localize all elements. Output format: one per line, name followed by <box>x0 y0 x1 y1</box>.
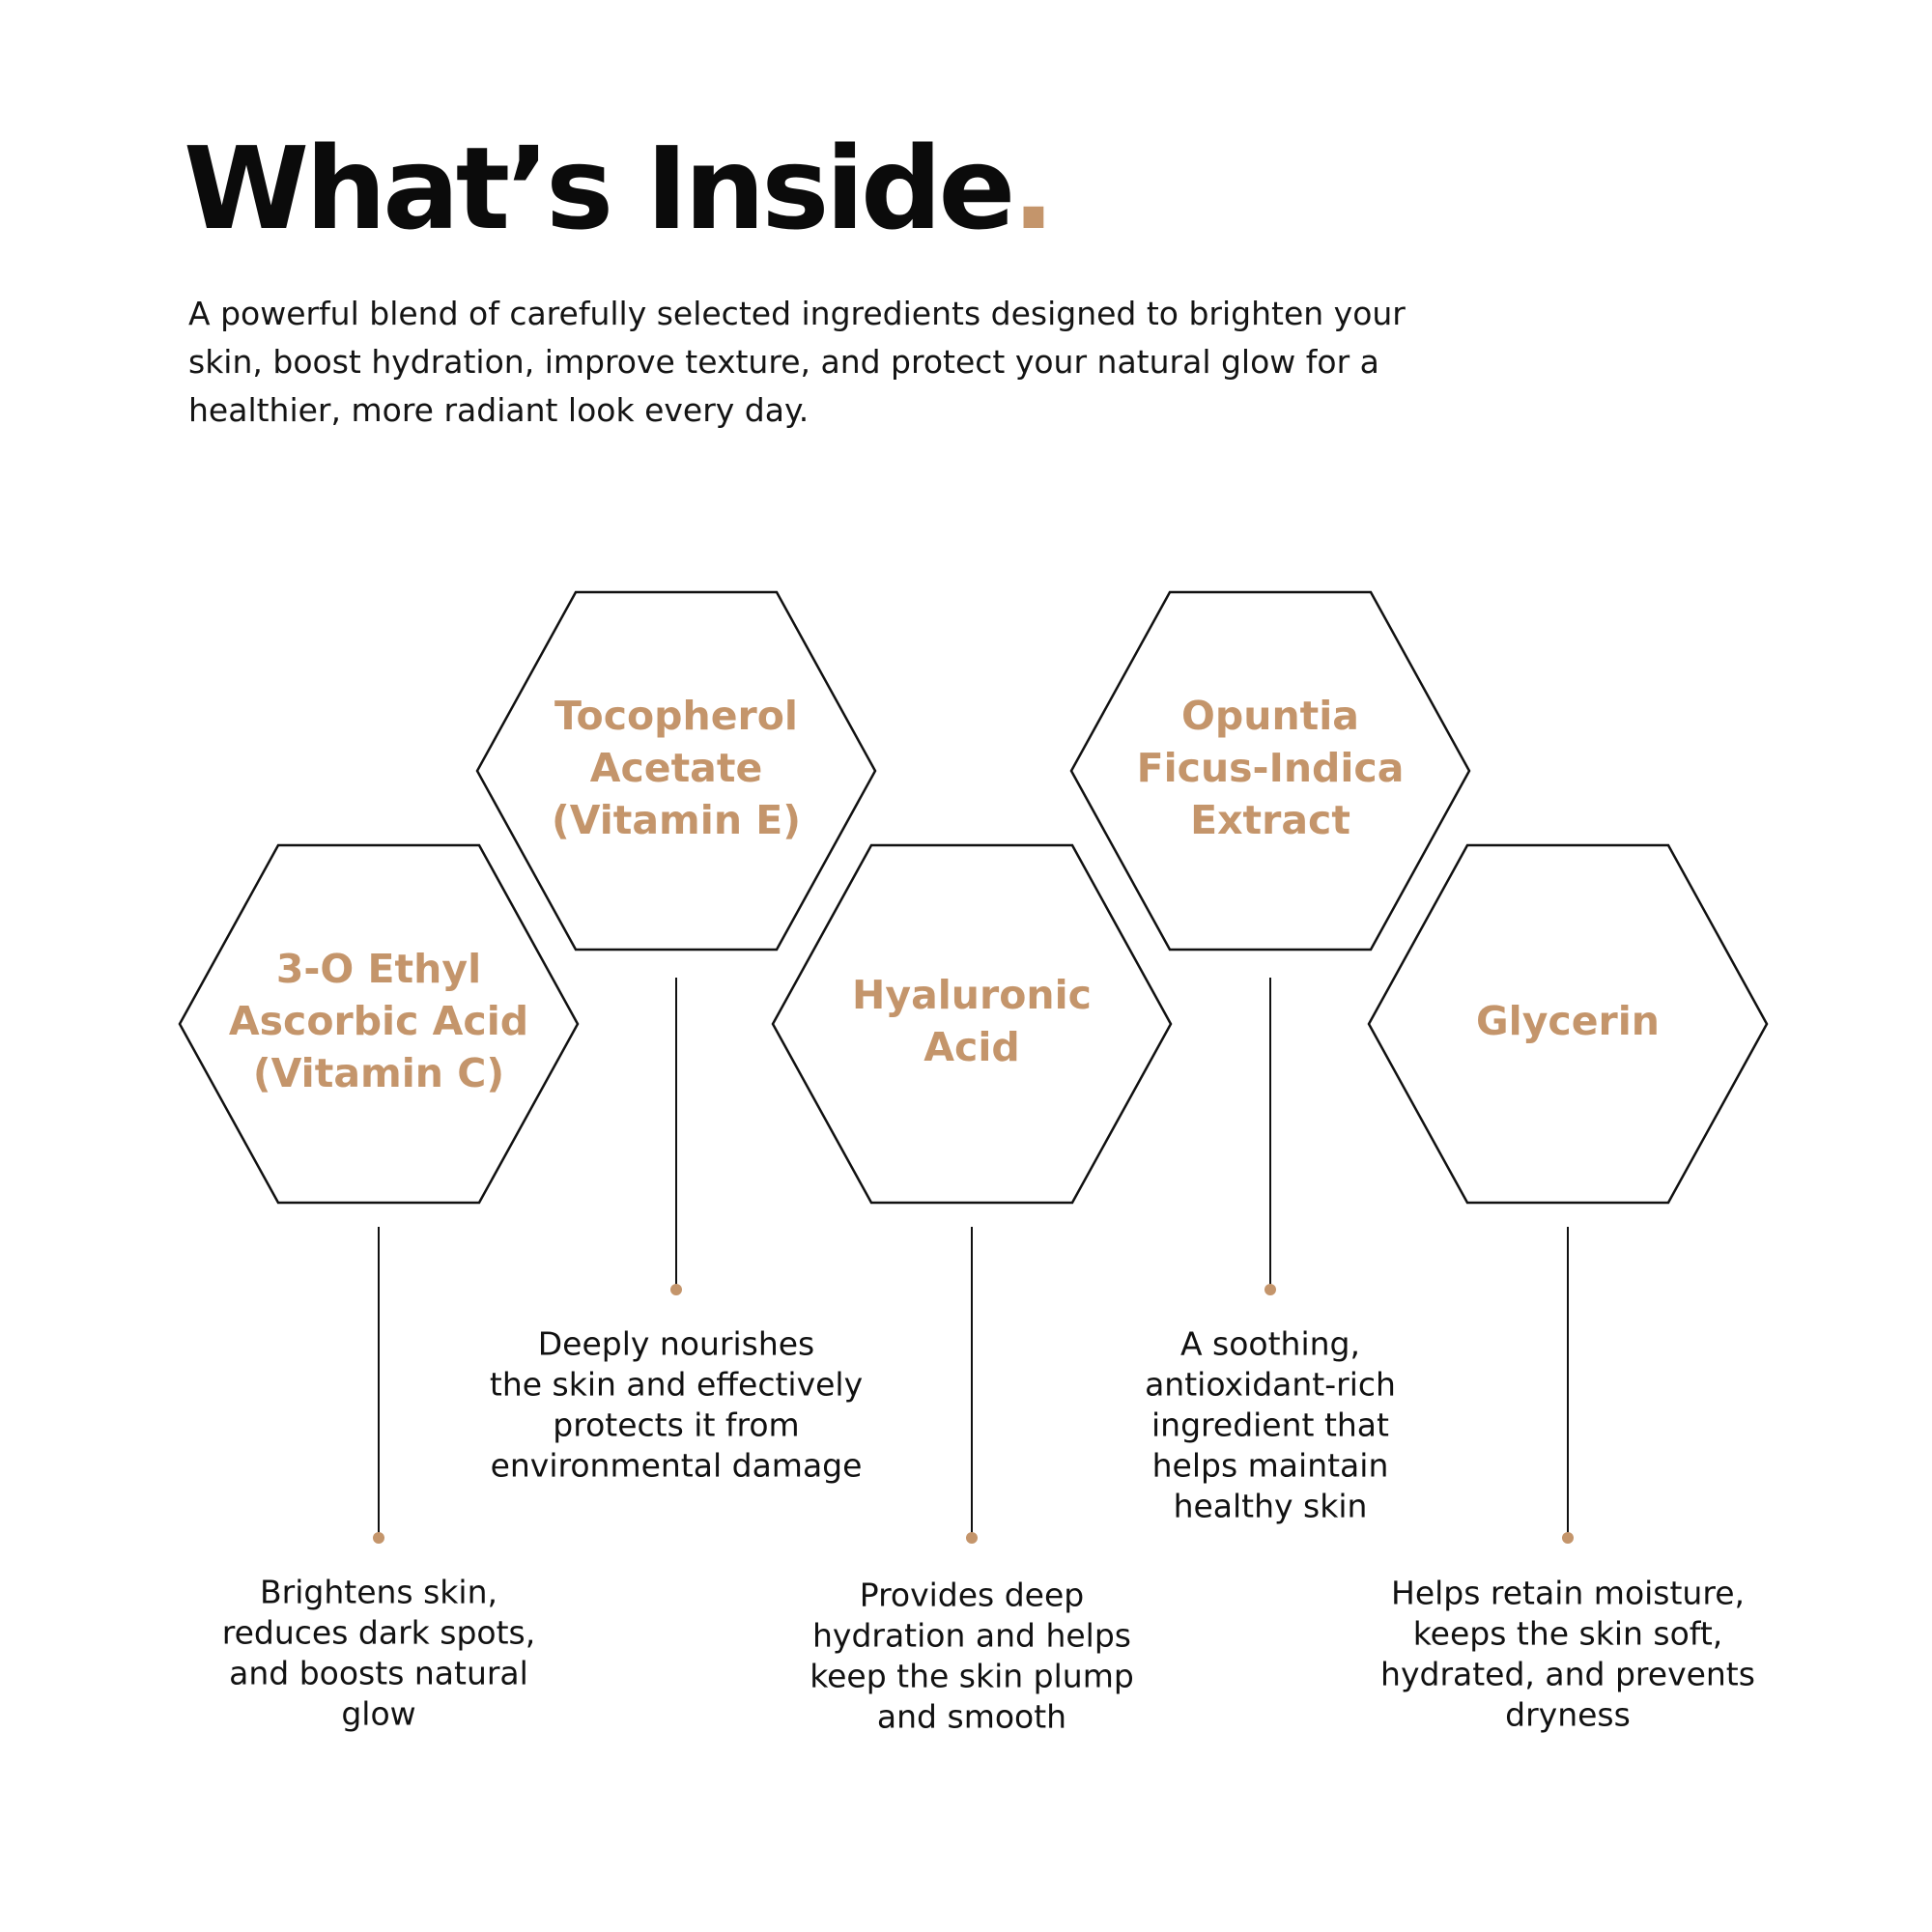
ingredient-name-line: (Vitamin E) <box>552 797 801 843</box>
page-title: What’s Inside. <box>184 116 1055 261</box>
ingredient-description: Helps retain moisture,keeps the skin sof… <box>1380 1575 1755 1734</box>
ingredient-description-line: dryness <box>1505 1696 1631 1734</box>
ingredient-description-line: hydration and helps <box>812 1617 1131 1655</box>
ingredient-name-line: Acid <box>923 1024 1019 1070</box>
page-title-text: What’s Inside <box>184 122 1015 255</box>
ingredient-description-line: and boosts natural <box>229 1655 528 1692</box>
ingredient-description-line: keep the skin plump <box>810 1658 1134 1695</box>
ingredient-description-line: ingredient that <box>1151 1406 1389 1444</box>
ingredient-name: Glycerin <box>1476 998 1660 1044</box>
ingredient-name-line: Hyaluronic <box>852 972 1092 1018</box>
ingredient-description-line: glow <box>341 1695 415 1733</box>
ingredient-description-line: Helps retain moisture, <box>1391 1575 1745 1612</box>
ingredient-hexagon <box>1069 590 1471 952</box>
ingredient-description-line: hydrated, and prevents <box>1380 1656 1755 1693</box>
ingredient-description-line: helps maintain <box>1152 1447 1389 1485</box>
ingredient-description-line: environmental damage <box>491 1447 863 1485</box>
page-title-dot: . <box>1011 122 1055 255</box>
ingredient-name-line: (Vitamin C) <box>253 1050 504 1096</box>
connector-dot <box>373 1532 384 1544</box>
ingredient-description-line: antioxidant-rich <box>1145 1366 1396 1404</box>
ingredient-hexagon <box>1367 843 1769 1205</box>
ingredient-description-line: Provides deep <box>860 1577 1084 1614</box>
intro-paragraph: A powerful blend of carefully selected i… <box>188 295 1406 429</box>
ingredient-name-line: Ascorbic Acid <box>229 998 528 1044</box>
ingredient-description-line: A soothing, <box>1180 1325 1360 1363</box>
ingredient-name-line: 3-O Ethyl <box>276 946 481 992</box>
connector-dot <box>966 1532 978 1544</box>
ingredient-name-line: Extract <box>1190 797 1350 843</box>
connector-dot <box>670 1284 682 1295</box>
ingredient-hexagon <box>475 590 877 952</box>
ingredient-description-line: reduces dark spots, <box>222 1614 535 1652</box>
connector-dot <box>1264 1284 1276 1295</box>
ingredient-description-line: protects it from <box>553 1406 799 1444</box>
ingredient-description-line: keeps the skin soft, <box>1413 1615 1723 1653</box>
ingredient-name-line: Acetate <box>590 745 763 791</box>
ingredient-description-line: and smooth <box>877 1698 1066 1736</box>
ingredient-name-line: Opuntia <box>1181 693 1359 739</box>
ingredient-hexagon <box>771 843 1173 1205</box>
ingredient-description-line: the skin and effectively <box>490 1366 863 1404</box>
ingredient-description-line: Brightens skin, <box>260 1574 497 1611</box>
connector-dot <box>1562 1532 1574 1544</box>
ingredient-description: Brightens skin,reduces dark spots,and bo… <box>222 1574 535 1733</box>
ingredient-description-line: Deeply nourishes <box>538 1325 815 1363</box>
ingredient-description-line: healthy skin <box>1174 1488 1368 1525</box>
ingredient-name-line: Tocopherol <box>554 693 798 739</box>
ingredient-name-line: Glycerin <box>1476 998 1660 1044</box>
ingredient-hexagon <box>178 843 580 1205</box>
ingredient-name-line: Ficus-Indica <box>1137 745 1405 791</box>
